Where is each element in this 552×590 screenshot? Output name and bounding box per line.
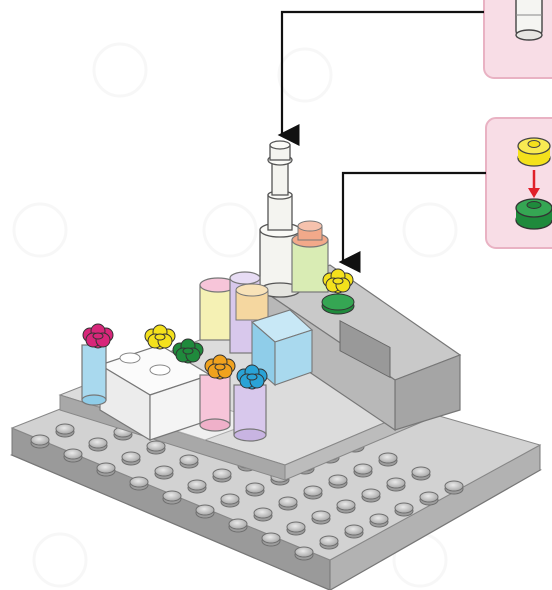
stud	[89, 438, 107, 451]
stud	[122, 452, 140, 465]
stud	[312, 511, 330, 524]
green-round-plate-icon	[516, 199, 552, 229]
stud	[279, 497, 297, 510]
stud	[379, 453, 397, 466]
white-lamp-piece-icon	[516, 0, 542, 40]
stud	[354, 464, 372, 477]
pink-front-cylinder	[200, 375, 230, 431]
stud	[196, 505, 214, 518]
stud	[420, 492, 438, 505]
stud	[188, 480, 206, 493]
light-blue-cylinder	[82, 345, 106, 405]
stud	[130, 477, 148, 490]
stud	[229, 519, 247, 532]
magenta-flower	[83, 324, 113, 348]
stud	[64, 449, 82, 462]
callout-yellow-flower-on-green-plate	[486, 118, 552, 248]
stud	[163, 491, 181, 504]
stud	[97, 463, 115, 476]
stud	[31, 435, 49, 448]
stud	[221, 494, 239, 507]
stud	[287, 522, 305, 535]
stud	[320, 536, 338, 549]
pointer-line-lamp	[282, 12, 484, 135]
stud	[445, 481, 463, 494]
stud	[412, 467, 430, 480]
stud	[370, 514, 388, 527]
stud	[246, 483, 264, 496]
stud	[337, 500, 355, 513]
stud	[304, 486, 322, 499]
stud	[362, 489, 380, 502]
stud	[147, 441, 165, 454]
pointer-line-flower	[343, 173, 486, 262]
stud	[213, 469, 231, 482]
stud	[395, 503, 413, 516]
stud	[387, 478, 405, 491]
callout-white-lamp-piece	[484, 0, 552, 78]
yellow-flower-left	[145, 325, 175, 349]
stud	[180, 455, 198, 468]
stud	[295, 547, 313, 560]
stud	[56, 424, 74, 437]
yellow-flower-piece-icon	[518, 138, 550, 166]
stud	[254, 508, 272, 521]
green-round-plate	[322, 294, 354, 314]
stud	[155, 466, 173, 479]
stud	[262, 533, 280, 546]
lavender-front-cylinder	[234, 385, 266, 441]
stud	[329, 475, 347, 488]
stud	[345, 525, 363, 538]
